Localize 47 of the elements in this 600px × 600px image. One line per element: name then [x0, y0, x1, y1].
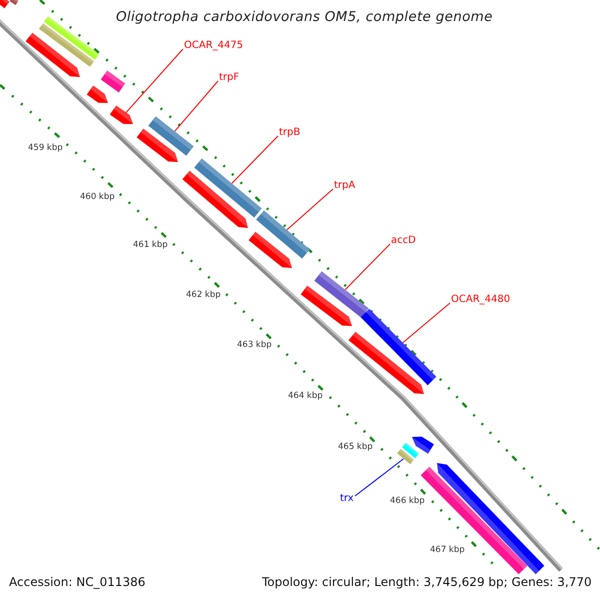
gene-label: accD — [391, 235, 416, 247]
gene-feature — [0, 0, 10, 8]
genome-info-text: Topology: circular; Length: 3,745,629 bp; Genes: 3,770 — [262, 575, 592, 589]
gene-feature — [10, 0, 18, 6]
gene-feature — [100, 70, 126, 92]
scale-label: 467 kbp — [430, 545, 465, 555]
scale-label: 465 kbp — [338, 442, 373, 452]
gene-feature — [136, 128, 178, 162]
accession-text: Accession: NC_011386 — [9, 575, 146, 589]
leader-line — [286, 188, 334, 230]
gene-feature — [360, 308, 436, 386]
gene-label: OCAR_4480 — [451, 294, 510, 306]
scale-label: 461 kbp — [133, 240, 168, 250]
gene-feature — [26, 32, 80, 77]
gene-feature — [148, 116, 194, 156]
gene-label: trpA — [334, 180, 356, 192]
gene-feature — [248, 232, 292, 268]
gene-feature — [194, 158, 262, 218]
gene-feature — [182, 170, 248, 228]
gene-feature — [412, 436, 434, 454]
gene-feature — [314, 271, 369, 318]
gene-feature — [86, 86, 108, 103]
gene-feature — [402, 442, 419, 458]
gene-feature — [38, 23, 94, 67]
scale-label: 464 kbp — [288, 391, 323, 401]
gene-feature — [44, 16, 100, 60]
gene-label: trpB — [279, 127, 300, 139]
gene-label: trx — [340, 493, 354, 505]
gene-feature — [348, 332, 424, 394]
gene-feature — [300, 286, 352, 326]
gene-label: OCAR_4475 — [184, 40, 244, 52]
gene-feature — [110, 106, 133, 124]
scale-label: 460 kbp — [80, 192, 115, 202]
leader-line — [231, 136, 278, 184]
gene-feature — [397, 448, 414, 464]
gene-label: trpF — [219, 72, 240, 84]
leader-line — [174, 80, 218, 132]
gene-feature — [256, 210, 310, 259]
leader-line — [402, 302, 450, 344]
leader-line — [354, 458, 404, 496]
diagram-title: Oligotropha carboxidovorans OM5, complete genome — [116, 9, 493, 25]
scale-label: 463 kbp — [237, 340, 272, 350]
scale-label: 466 kbp — [390, 496, 425, 506]
scale-label: 462 kbp — [186, 290, 221, 300]
leader-line — [344, 244, 390, 290]
leader-line — [126, 48, 184, 113]
scale-label: 459 kbp — [28, 143, 63, 153]
